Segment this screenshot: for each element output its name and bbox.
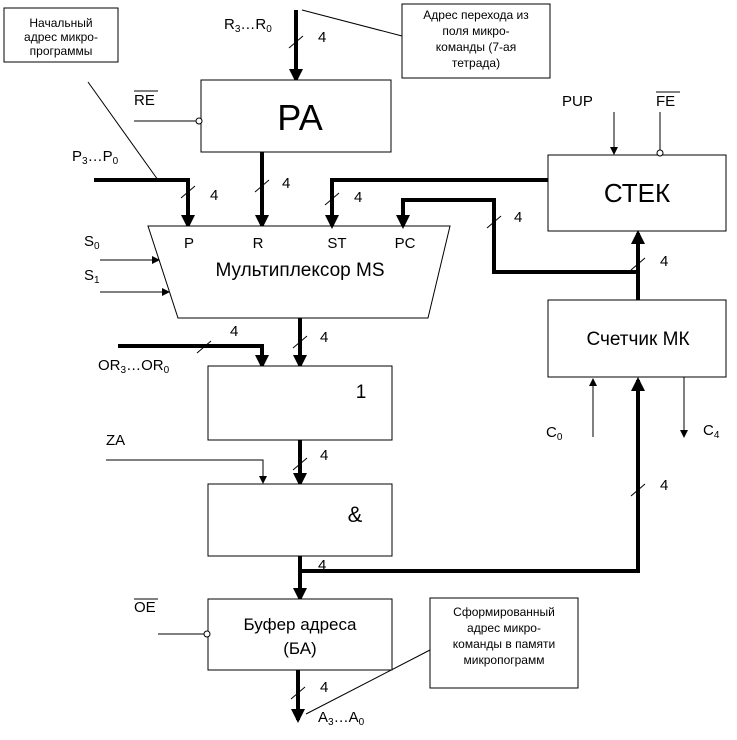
bus-st-width: 4 [354,189,362,206]
bus-mux-slash [292,335,308,349]
or-label: 1 [356,382,367,403]
note-formed-leader [305,649,431,715]
note-jump-line-4: тетрада) [452,56,500,70]
label-s0: S0 [84,233,100,252]
bus-buffer-width: 4 [318,557,326,574]
note-jump-leader [301,9,403,37]
counter-label: Счетчик МК [586,329,689,350]
note-start-leader [87,81,159,181]
note-jump-line-3: команды (7-ая [436,40,516,54]
bus-p-to-mux [94,178,195,229]
or-block [207,365,393,441]
bus-stack-width: 4 [660,253,668,270]
label-c0: C0 [546,424,563,443]
mux-input-p: P [184,235,194,252]
label-oe: OE [134,599,156,616]
counter-block [547,299,727,378]
note-start-address: Начальный адрес микро- программы [3,7,119,63]
ra-block [200,79,392,153]
bus-p-slash [180,185,196,199]
label-r3-r0: R3…R0 [224,16,272,35]
bus-p-width: 4 [210,187,218,204]
bus-st-slash [324,192,340,206]
bus-ra-slash [254,179,270,193]
bus-and-to-counter [300,377,645,573]
label-fe: FE [656,93,675,110]
ra-label: РА [277,97,323,138]
bus-counter-width: 4 [660,477,668,494]
note-start-line-1: Начальный [29,16,92,30]
bus-or-input [118,344,269,369]
note-formed-line-3: команды в памяти [453,637,555,651]
note-start-line-3: программы [30,44,93,58]
za-wire [106,459,267,484]
and-block [207,483,393,557]
label-c4: C4 [703,422,720,441]
bus-r-slash [288,35,304,49]
note-formed-line-1: Сформированный [453,605,555,619]
and-label: & [348,502,363,527]
label-za: ZA [106,432,125,449]
note-formed-address: Сформированный адрес микро- команды в па… [429,597,579,689]
label-p3-p0: P3…P0 [72,148,119,167]
oe-inversion-bubble [203,630,211,638]
bus-counter-to-mux-pc [396,198,640,300]
bus-r-width: 4 [318,29,326,46]
buffer-label-line2: (БА) [283,639,316,658]
stack-label: СТЕК [604,178,670,208]
fe-inversion-bubble [656,149,664,157]
bus-pc-width: 4 [514,209,522,226]
note-jump-line-1: Адрес перехода из [423,8,529,22]
bus-stack-slash [630,257,646,271]
note-formed-line-2: адрес микро- [467,621,541,635]
bus-and-width: 4 [320,447,328,464]
bus-or-width: 4 [230,323,238,340]
mux-input-st: ST [327,235,346,252]
bus-pc-slash [486,215,502,229]
bus-and-slash [292,457,308,471]
label-s1: S1 [84,267,100,286]
mux-block [147,225,451,319]
stack-block [547,154,727,232]
note-jump-address: Адрес перехода из поля микро- команды (7… [401,3,551,79]
bus-stack-to-mux [325,178,548,229]
label-pup: PUP [562,93,593,110]
bus-counter-slash [630,483,646,497]
bus-or-slash [196,340,212,354]
label-or3-or0: OR3…OR0 [98,357,170,376]
label-re: RE [134,92,155,109]
mux-input-r: R [253,235,264,252]
mux-input-pc: PC [395,235,416,252]
note-start-line-2: адрес микро- [24,30,98,44]
bus-out-slash [290,686,306,700]
re-inversion-bubble [195,117,203,125]
mux-title: Мультиплексор MS [215,260,384,281]
bus-mux-width: 4 [320,329,328,346]
note-formed-line-4: микропограмм [464,653,545,667]
label-a3-a0: A3…A0 [318,709,365,728]
bus-out-width: 4 [320,679,328,696]
buffer-block [207,598,393,671]
bus-ra-width: 4 [282,175,290,192]
note-jump-line-2: поля микро- [442,24,509,38]
buffer-label-line1: Буфер адреса [244,615,357,634]
